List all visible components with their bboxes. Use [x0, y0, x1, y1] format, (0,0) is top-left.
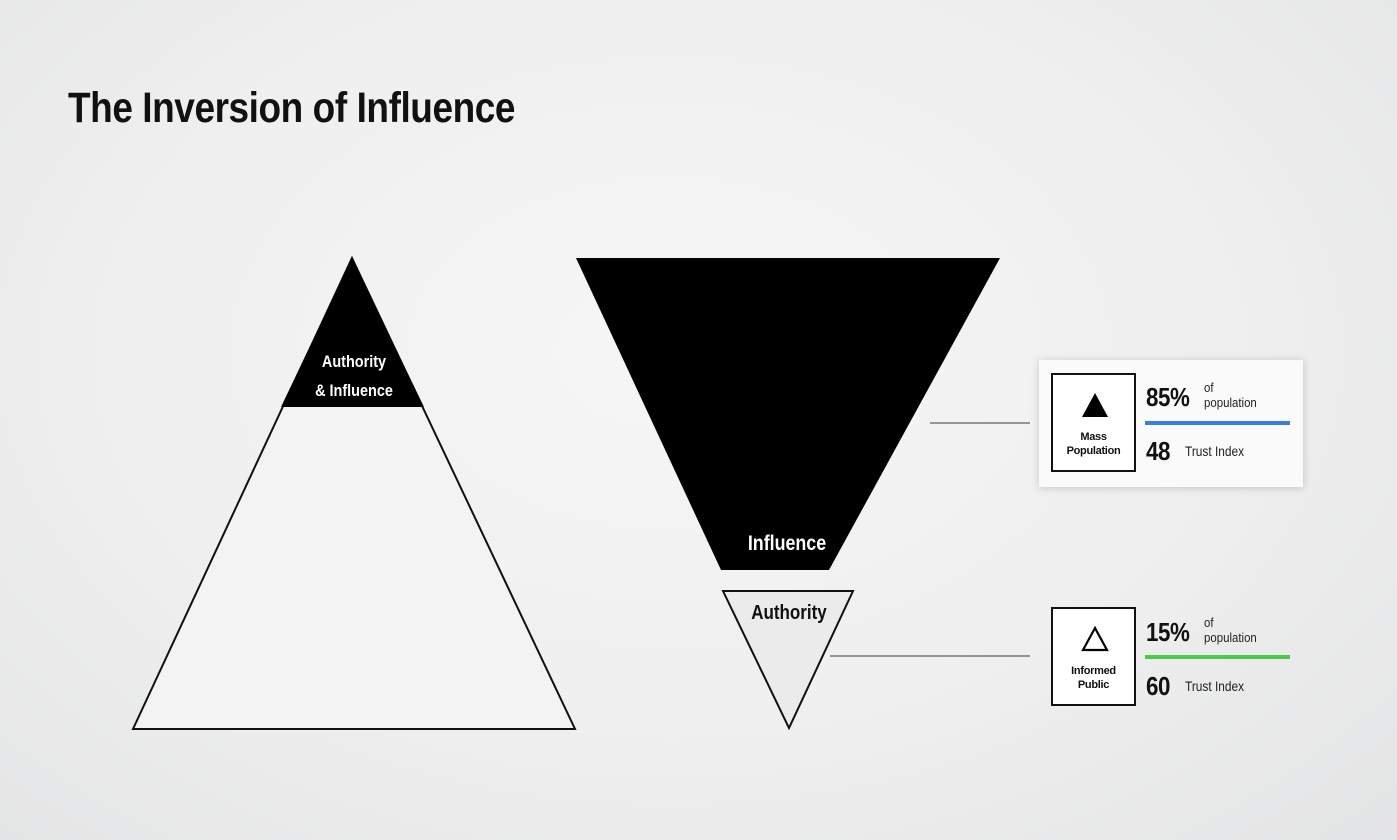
outline-triangle-icon — [1081, 625, 1109, 652]
icon-label-informed-line1: Informed — [1071, 665, 1116, 677]
right-funnel: Influence Authority — [576, 258, 1000, 731]
pyramid-apex-label-line1: Authority — [322, 353, 386, 371]
percent-suffix-population-informed: population — [1204, 630, 1257, 645]
population-bar-informed — [1145, 655, 1290, 659]
filled-triangle-icon — [1082, 393, 1108, 417]
funnel-influence-label: Influence — [748, 532, 826, 556]
page-title: The Inversion of Influence — [68, 84, 516, 132]
trust-value-mass: 48 — [1146, 436, 1171, 466]
percent-value-informed: 15% — [1146, 617, 1190, 647]
trust-label-mass: Trust Index — [1185, 443, 1245, 459]
icon-box-informed-public: Informed Public — [1051, 607, 1136, 706]
icon-label-mass-line1: Mass — [1080, 431, 1107, 443]
pyramid-body — [131, 255, 577, 730]
population-bar-mass — [1145, 421, 1290, 425]
funnel-influence — [576, 258, 1000, 570]
pyramid-apex — [281, 258, 424, 407]
percent-suffix-population-mass: population — [1204, 395, 1257, 410]
icon-label-mass-line2: Population — [1066, 445, 1121, 457]
percent-suffix-of-informed: of — [1204, 615, 1214, 630]
trust-value-informed: 60 — [1146, 671, 1171, 701]
segment-card-mass-population: Mass Population 85% of population 48 Tru… — [1039, 360, 1303, 487]
segment-card-informed-public: Informed Public 15% of population 60 Tru… — [1039, 595, 1303, 722]
icon-box-mass-population: Mass Population — [1051, 373, 1136, 472]
left-pyramid: Authority & Influence — [131, 255, 577, 730]
trust-label-informed: Trust Index — [1185, 678, 1245, 694]
icon-label-informed-line2: Public — [1077, 679, 1110, 691]
funnel-authority-label: Authority — [751, 601, 827, 624]
pyramid-apex-label-line2: & Influence — [315, 382, 393, 400]
funnel-authority — [721, 590, 855, 731]
percent-value-mass: 85% — [1146, 382, 1190, 412]
percent-suffix-of-mass: of — [1204, 380, 1214, 395]
